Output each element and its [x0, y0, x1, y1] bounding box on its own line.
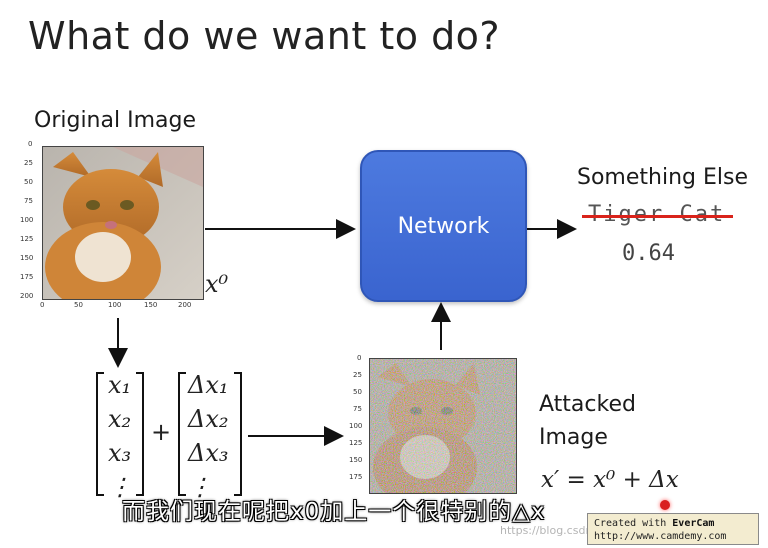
record-indicator-icon — [660, 500, 670, 510]
y-tick: 125 — [349, 439, 363, 447]
vector-x-entry: ⋮ — [108, 473, 132, 501]
x-tick: 150 — [144, 301, 158, 309]
y-tick: 25 — [24, 159, 33, 167]
attacked-label-line1: Attacked — [539, 392, 636, 417]
x-tick: 100 — [108, 301, 122, 309]
y-tick: 100 — [349, 422, 363, 430]
right-bracket — [234, 372, 242, 496]
y-tick: 175 — [20, 273, 34, 281]
original-image-label: Original Image — [34, 108, 196, 133]
y-tick: 200 — [20, 292, 34, 300]
cat-image — [42, 146, 204, 300]
watermark-brand: EverCam — [672, 518, 715, 529]
right-bracket — [136, 372, 144, 496]
vector-dx-entry: ⋮ — [188, 473, 212, 501]
vector-dx-entry: Δx₁ — [188, 371, 229, 399]
x-tick: 0 — [40, 301, 45, 309]
confidence-value: 0.64 — [622, 241, 675, 266]
slide-title: What do we want to do? — [28, 14, 501, 58]
y-tick: 0 — [28, 140, 33, 148]
vector-x-entry: x₁ — [108, 371, 132, 399]
plus-sign: + — [151, 418, 172, 446]
struck-label: Tiger Cat — [581, 202, 734, 227]
y-tick: 150 — [20, 254, 34, 262]
x0-label: x⁰ — [205, 270, 229, 298]
left-bracket — [178, 372, 186, 496]
watermark-line2: http://www.camdemy.com — [594, 531, 727, 542]
video-subtitle: 而我们现在呢把x0加上一个很特别的△x — [122, 499, 546, 525]
watermark-prefix: Created with — [594, 518, 673, 529]
y-tick: 100 — [20, 216, 34, 224]
x-tick: 200 — [178, 301, 192, 309]
output-label: Something Else — [577, 165, 748, 190]
y-tick: 75 — [353, 405, 362, 413]
noisy-cat-image — [369, 358, 517, 494]
y-tick: 125 — [20, 235, 34, 243]
y-tick: 75 — [24, 197, 33, 205]
y-tick: 175 — [349, 473, 363, 481]
vector-dx-entry: Δx₃ — [188, 439, 229, 467]
y-tick: 50 — [24, 178, 33, 186]
x-tick: 50 — [74, 301, 83, 309]
vector-delta-x: Δx₁ Δx₂ Δx₃ ⋮ — [188, 368, 229, 504]
y-tick: 25 — [353, 371, 362, 379]
attack-equation: x′ = x⁰ + Δx — [541, 467, 679, 493]
struck-prediction: Tiger Cat — [581, 202, 734, 227]
y-tick: 0 — [357, 354, 362, 362]
y-tick: 50 — [353, 388, 362, 396]
attacked-label-line2: Image — [539, 425, 608, 450]
evercam-watermark: Created with EverCam http://www.camdemy.… — [587, 513, 759, 545]
vector-x: x₁ x₂ x₃ ⋮ — [108, 368, 132, 504]
network-label: Network — [397, 213, 490, 239]
vector-dx-entry: Δx₂ — [188, 405, 229, 433]
vector-x-entry: x₂ — [108, 405, 132, 433]
network-box: Network — [360, 150, 527, 302]
watermark-line1: Created with EverCam — [594, 517, 752, 530]
left-bracket — [96, 372, 104, 496]
vector-x-entry: x₃ — [108, 439, 132, 467]
y-tick: 150 — [349, 456, 363, 464]
